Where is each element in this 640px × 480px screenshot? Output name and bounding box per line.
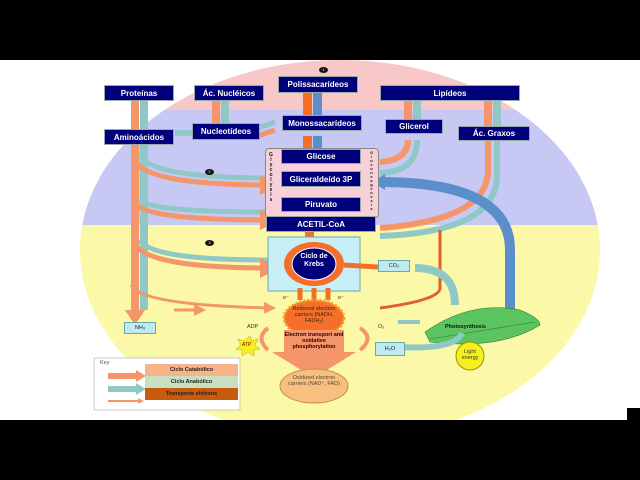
atp-label: ATP (242, 342, 252, 348)
stage-2-marker: 2 (205, 169, 214, 175)
amino-acids-box: Aminoácidos (104, 129, 174, 145)
pyruvate-box: Piruvato (281, 197, 361, 212)
nucleic-acids-box: Ác. Nucléicos (194, 85, 264, 101)
etc-arrow (272, 330, 356, 378)
g3p-box: Gliceraldeído 3P (281, 171, 361, 187)
o2-label: O₂ (378, 324, 385, 330)
glycerol-box: Glicerol (385, 119, 443, 134)
photosynthesis-label: Photosynthesis (445, 324, 486, 330)
amino-anabolic-trunk (140, 140, 148, 310)
adp-label: ADP (247, 324, 259, 330)
electron-left-label: e⁻ (283, 295, 289, 301)
proteins-box: Proteínas (104, 85, 174, 101)
diagram-canvas (80, 60, 600, 420)
slide: 1 2 3 Proteínas Ác. Nucléicos Polissacar… (0, 60, 640, 420)
lipids-box: Lipídeos (380, 85, 520, 101)
reduced-carriers-shape (282, 298, 346, 338)
stage-3-marker: 3 (205, 240, 214, 246)
leaf-shape (424, 307, 541, 345)
electron-right-label: e⁻ (338, 295, 344, 301)
legend-title: Key (100, 360, 110, 366)
monosaccharides-box: Monossacarídeos (282, 115, 362, 131)
sun-shape (455, 341, 485, 371)
acetyl-coa-box: ACETIL-CoA (266, 216, 376, 232)
light-energy-label: Light energy (461, 349, 479, 361)
corner-block (627, 408, 640, 420)
oxidized-carriers-shape (279, 368, 349, 404)
legend-electron-transport: Transporte elétrons (145, 388, 238, 400)
fatty-acids-box: Ác. Graxos (458, 126, 530, 141)
reduced-carriers-label: Reduced electron carriers (NADH, FADH₂) (292, 306, 336, 324)
legend-anabolic: Ciclo Anabólico (145, 376, 238, 388)
krebs-label: Ciclo de Krebs (300, 253, 328, 268)
glycolysis-label: Glycolysis (268, 152, 274, 202)
nucleotides-box: Nucleotídeos (192, 123, 260, 140)
photosynthesis-arrow (379, 177, 515, 325)
atp-star (235, 335, 261, 357)
oxidized-carriers-label: Oxidized electron carriers (NAD⁺, FAD) (288, 375, 340, 387)
polysaccharides-box: Polissacarídeos (278, 76, 358, 93)
legend-catabolic: Ciclo Catabólico (145, 364, 238, 376)
co2-box: CO₂ (378, 260, 410, 272)
vertical-arrows (131, 92, 501, 148)
stage-1-marker: 1 (319, 67, 328, 73)
etc-label: Electron transport and oxidative phospho… (284, 332, 344, 350)
h2o-box: H₂O (375, 342, 405, 356)
glucose-box: Glicose (281, 149, 361, 164)
gluconeogenesis-label: Gluconeogenesis (369, 150, 374, 210)
nh3-box: NH₃ (124, 322, 156, 334)
amino-catabolic-trunk (131, 140, 139, 320)
